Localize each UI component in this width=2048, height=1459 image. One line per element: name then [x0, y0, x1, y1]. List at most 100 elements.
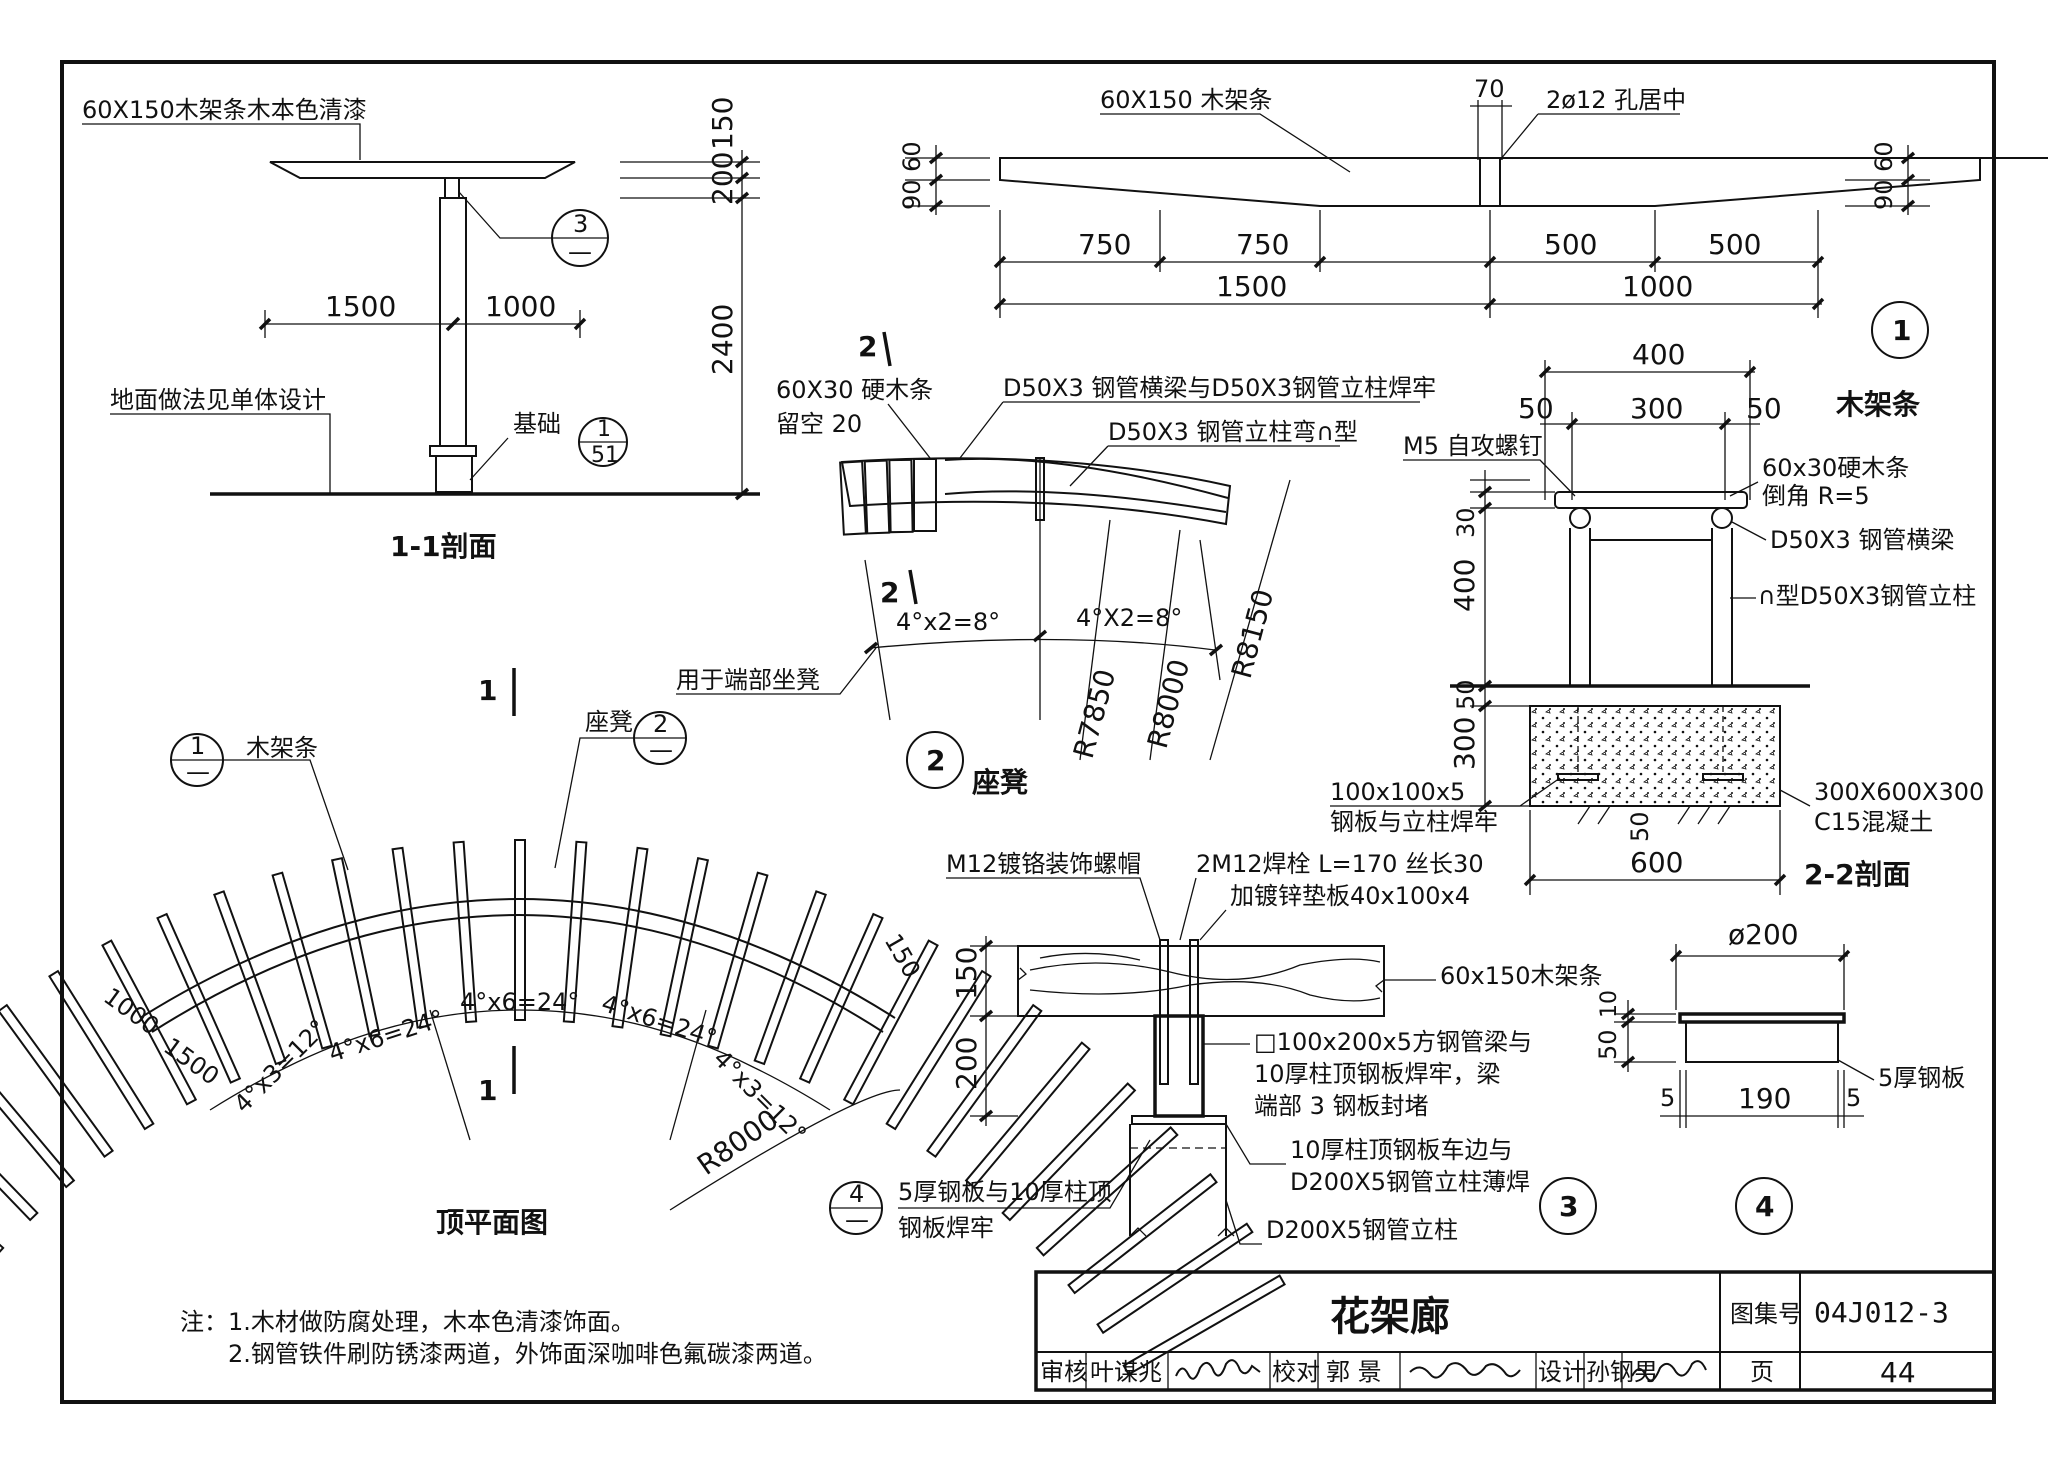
seat-r7850: R7850 [1067, 666, 1122, 762]
designer-name: 孙钢男 [1586, 1358, 1658, 1386]
d4-dim-5l: 5 [1660, 1084, 1675, 1112]
dim-1500: 1500 [1216, 270, 1287, 303]
checker-signature [1409, 1362, 1521, 1379]
plan-timber-beam [1067, 1172, 1218, 1295]
hole-label: 2ø12 孔居中 [1546, 86, 1686, 114]
detail-3-number-circle [1539, 1177, 1597, 1235]
weld-label-2: 钢板焊牢 [898, 1214, 994, 1242]
plan-timber-beam [964, 1041, 1091, 1189]
detail-1-title: 木架条 [1835, 388, 1920, 421]
detail-2-seat: 2 60X30 硬木条 留空 20 D50X3 钢管横梁与D50X3钢管立柱焊牢… [676, 330, 1436, 799]
dim-50r: 50 [1746, 392, 1782, 425]
timber-beam [269, 161, 576, 179]
seat-end-label: 用于端部坐凳 [676, 666, 820, 694]
cap-label-1: 10厚柱顶钢板车边与 [1290, 1136, 1513, 1164]
seat-angle-left: 4°x2=8° [896, 608, 1000, 636]
note-line-1: 注：1.木材做防腐处理，木本色清漆饰面。 [180, 1308, 635, 1336]
concrete-footing [1529, 705, 1781, 807]
dim-400h: 400 [1448, 559, 1481, 612]
detail-3-connection: M12镀铬装饰螺帽 2M12焊栓 L=170 丝长30 加镀锌垫板40x100x… [829, 850, 1603, 1245]
dim-2400: 2400 [706, 304, 739, 375]
seat-section-mark-bot: 2 [880, 576, 899, 609]
seat-bend-label: D50X3 钢管立柱弯∩型 [1108, 418, 1358, 446]
design-label: 设计 [1538, 1358, 1586, 1386]
wood-label: 60x30硬木条 [1762, 454, 1909, 482]
dim-1500: 1500 [325, 290, 396, 323]
d4-plate-label: 5厚钢板 [1878, 1064, 1965, 1092]
plan-radius: R8000 [691, 1103, 784, 1182]
plan-timber-beam [706, 871, 769, 1050]
dim-500a: 500 [1544, 228, 1597, 261]
plan-timber-beam [659, 857, 710, 1038]
plan-timber-beam [0, 1090, 76, 1189]
plan-timber-beam [1001, 1082, 1137, 1222]
dim-200: 200 [706, 152, 739, 205]
dim-left-9060: 90 60 [898, 141, 926, 210]
plan-timber-beam [101, 939, 198, 1106]
dim-600: 600 [1630, 846, 1683, 879]
atlas-label: 图集号 [1730, 1300, 1802, 1328]
seat-band-inner [151, 914, 884, 1033]
steel-plate-10 [1678, 1012, 1846, 1024]
seat-board [1554, 491, 1748, 509]
pad-label: 加镀锌垫板40x100x4 [1230, 882, 1470, 910]
d3-ref4-top: 4 [849, 1180, 864, 1208]
plan-timber-beam [48, 969, 155, 1131]
dim-300h: 300 [1448, 717, 1481, 770]
dim-750b: 750 [1236, 228, 1289, 261]
timber-beam-side [1017, 945, 1385, 1017]
d4-dim-10: 10 [1597, 990, 1622, 1018]
plan-timber-beam [330, 857, 381, 1038]
dim-50b: 50 [1626, 811, 1654, 842]
top-plan: 1 1 1 — 木架条 座凳 2 — 4°x6=24° 4°x6=24° 4°x… [0, 668, 1286, 1376]
tube-label-1: □100x200x5方钢管梁与 [1254, 1028, 1532, 1056]
plan-timber-beam [271, 871, 334, 1050]
dim-150: 150 [706, 97, 739, 150]
tube-label-3: 端部 3 钢板封堵 [1254, 1092, 1429, 1120]
d3-dim-150: 150 [950, 947, 983, 1000]
square-steel-tube [1153, 1014, 1205, 1118]
screw-label: M5 自攻螺钉 [1403, 432, 1543, 460]
detail-4-number: 4 [1755, 1190, 1774, 1223]
steel-plate-5 [1685, 1021, 1839, 1063]
reviewer-signature [1175, 1359, 1261, 1380]
dim-500b: 500 [1708, 228, 1761, 261]
section-2-2: 400 50 300 50 M5 自攻螺钉 60x30硬木条 倒角 R=5 D5… [1330, 338, 1984, 895]
sheet-title: 花架廊 [1330, 1294, 1450, 1340]
ground-note: 地面做法见单体设计 [110, 386, 326, 414]
plan-ref1-bot: — [186, 758, 210, 786]
seat-section-mark-top: 2 [858, 330, 877, 363]
page-label: 页 [1750, 1358, 1774, 1386]
d3-beam-label: 60x150木架条 [1440, 962, 1603, 990]
section-1-1-title: 1-1剖面 [390, 530, 497, 563]
plan-timber-beam [0, 1003, 114, 1159]
d4-dim-5r: 5 [1846, 1084, 1861, 1112]
post-label: ∩型D50X3钢管立柱 [1758, 582, 1976, 610]
foundation-label: 基础 [513, 410, 561, 438]
plan-ref2-bot: — [649, 736, 673, 764]
detail-2-title: 座凳 [972, 766, 1028, 799]
plan-angle-d: 4°x6=24° [598, 989, 720, 1053]
d3-dim-200: 200 [950, 1037, 983, 1090]
plan-section-mark-top: 1 [478, 674, 497, 707]
detail-2-number: 2 [926, 744, 945, 777]
plan-timber-beam [0, 1172, 39, 1222]
plate-label2: 钢板与立柱焊牢 [1330, 808, 1498, 836]
checker-name: 郭 景 [1326, 1358, 1382, 1386]
reviewer-name: 叶谋兆 [1090, 1358, 1162, 1386]
plan-timber-beam [885, 969, 992, 1131]
plan-seat-label: 座凳 [585, 708, 633, 736]
review-label: 审核 [1040, 1358, 1088, 1386]
title-block: 花架廊 图集号 04J012-3 页 44 审核 叶谋兆 校对 郭 景 设计 孙… [1034, 1270, 1996, 1392]
concrete-label2: C15混凝土 [1814, 808, 1933, 836]
plan-timber-beam [842, 939, 939, 1106]
dim-50: 50 [1452, 679, 1480, 710]
seat-r8150: R8150 [1225, 586, 1280, 682]
dim-1000: 1000 [1622, 270, 1693, 303]
plan-ref2-top: 2 [653, 710, 668, 738]
page-number: 44 [1880, 1356, 1916, 1389]
detail-2-number-circle [906, 731, 964, 789]
beam-finish-label: 60X150木架条木本色清漆 [82, 96, 367, 124]
plan-timber-beam [611, 846, 649, 1029]
